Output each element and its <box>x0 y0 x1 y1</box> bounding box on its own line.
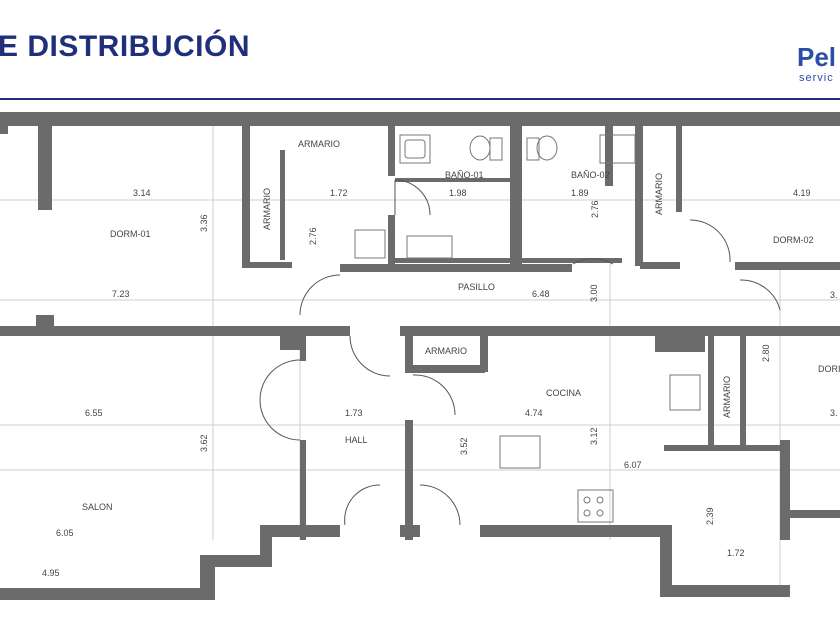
company-logo-subtitle: servic <box>799 72 834 84</box>
room-label-armario-vertical-2: ARMARIO <box>654 173 664 215</box>
room-label-cocina: COCINA <box>546 388 581 398</box>
room-label-dorm-01: DORM-01 <box>110 229 151 239</box>
dim-label: 2.39 <box>705 507 715 525</box>
room-label-armario-vertical-3: ARMARIO <box>722 376 732 418</box>
dim-label: 2.80 <box>761 344 771 362</box>
room-label-armario-vertical-1: ARMARIO <box>262 188 272 230</box>
room-label-bano-01: BAÑO-01 <box>445 170 484 180</box>
page-title: E DISTRIBUCIÓN <box>0 30 251 63</box>
dim-label: 4.74 <box>525 408 543 418</box>
dim-label: 2.76 <box>590 200 600 218</box>
dim-label: 1.98 <box>449 188 467 198</box>
dim-label: 1.72 <box>330 188 348 198</box>
room-labels: DORM-01 DORM-02 DORI ARMARIO ARMARIO ARM… <box>82 139 840 512</box>
dim-label: 6.48 <box>532 289 550 299</box>
room-label-pasillo: PASILLO <box>458 282 495 292</box>
dim-label: 3. <box>830 408 838 418</box>
company-logo: Pel <box>797 42 837 72</box>
walls <box>0 112 840 600</box>
room-label-bano-02: BAÑO-02 <box>571 170 610 180</box>
dim-label: 3. <box>830 290 838 300</box>
dim-label: 6.55 <box>85 408 103 418</box>
dim-label: 6.05 <box>56 528 74 538</box>
dim-label: 4.19 <box>793 188 811 198</box>
dim-label: 3.12 <box>589 427 599 445</box>
room-label-armario-middle: ARMARIO <box>425 346 467 356</box>
dim-label: 2.76 <box>308 227 318 245</box>
room-label-dorm-02: DORM-02 <box>773 235 814 245</box>
dim-label: 1.72 <box>727 548 745 558</box>
dim-label: 1.89 <box>571 188 589 198</box>
dim-label: 7.23 <box>112 289 130 299</box>
door-swings <box>259 179 781 526</box>
dim-label: 3.14 <box>133 188 151 198</box>
room-label-dorm-03: DORI <box>818 364 840 374</box>
fixtures <box>354 134 701 523</box>
dimension-labels: 3.14 3.36 1.72 2.76 1.98 1.89 2.76 4.19 … <box>42 188 838 578</box>
dim-label: 4.95 <box>42 568 60 578</box>
room-label-hall: HALL <box>345 435 368 445</box>
dim-label: 3.00 <box>589 284 599 302</box>
dim-label: 3.52 <box>459 437 469 455</box>
dim-label: 1.73 <box>345 408 363 418</box>
dim-label: 3.62 <box>199 434 209 452</box>
header-divider <box>0 98 840 100</box>
dim-label: 3.36 <box>199 214 209 232</box>
room-label-armario-top: ARMARIO <box>298 139 340 149</box>
room-label-salon: SALON <box>82 502 113 512</box>
dim-label: 6.07 <box>624 460 642 470</box>
